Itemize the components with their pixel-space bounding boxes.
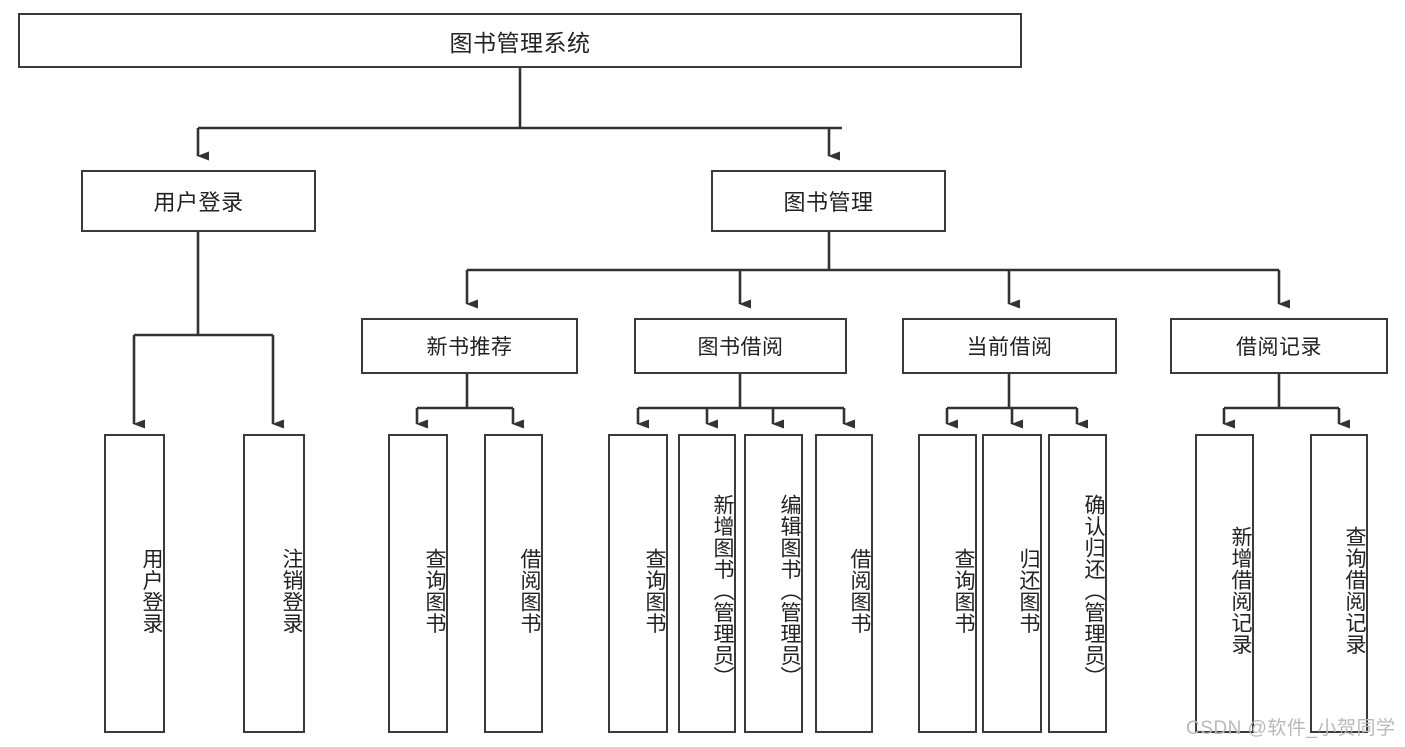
- node-label: 图书管理系统: [449, 29, 591, 56]
- leaf-logout-login[interactable]: 注销登录: [243, 434, 305, 733]
- node-new-book-recommend[interactable]: 新书推荐: [361, 318, 578, 374]
- leaf-query-book-recommend[interactable]: 查询图书: [388, 434, 448, 733]
- node-user-login[interactable]: 用户登录: [81, 170, 316, 232]
- leaf-edit-book-admin[interactable]: 编辑图书（管理员）: [744, 434, 803, 733]
- node-current-borrow[interactable]: 当前借阅: [902, 318, 1117, 374]
- node-label: 用户登录: [153, 190, 244, 215]
- node-label: 图书管理: [783, 190, 874, 215]
- node-label: 当前借阅: [966, 336, 1053, 359]
- node-label: 编辑图书（管理员）: [778, 493, 801, 688]
- leaf-borrow-book[interactable]: 借阅图书: [815, 434, 873, 733]
- node-label: 查询图书: [423, 547, 446, 634]
- node-label: 新增借阅记录: [1229, 526, 1252, 655]
- node-label: 用户登录: [140, 547, 163, 634]
- node-label: 借阅图书: [848, 547, 871, 634]
- leaf-query-borrow-record[interactable]: 查询借阅记录: [1310, 434, 1368, 733]
- node-book-management-system[interactable]: 图书管理系统: [18, 13, 1022, 68]
- node-label: 查询图书: [952, 547, 975, 634]
- leaf-add-book-admin[interactable]: 新增图书（管理员）: [678, 434, 736, 733]
- leaf-return-book[interactable]: 归还图书: [982, 434, 1042, 733]
- node-label: 借阅记录: [1236, 336, 1322, 359]
- node-label: 查询借阅记录: [1343, 526, 1366, 655]
- leaf-confirm-return-admin[interactable]: 确认归还（管理员）: [1048, 434, 1107, 733]
- leaf-user-login[interactable]: 用户登录: [104, 434, 165, 733]
- node-label: 新书推荐: [426, 336, 513, 359]
- node-borrow-record[interactable]: 借阅记录: [1170, 318, 1388, 374]
- node-label: 图书借阅: [697, 336, 784, 359]
- node-book-management[interactable]: 图书管理: [711, 170, 946, 232]
- watermark: CSDN @软件_小贺同学: [1186, 718, 1396, 739]
- leaf-add-borrow-record[interactable]: 新增借阅记录: [1195, 434, 1254, 733]
- node-label: 新增图书（管理员）: [711, 493, 734, 688]
- node-label: 确认归还（管理员）: [1082, 493, 1105, 688]
- node-label: 归还图书: [1017, 547, 1040, 634]
- node-label: 注销登录: [280, 547, 303, 634]
- leaf-query-book-borrow[interactable]: 查询图书: [608, 434, 668, 733]
- node-label: 查询图书: [643, 547, 666, 634]
- leaf-borrow-book-recommend[interactable]: 借阅图书: [484, 434, 543, 733]
- leaf-query-book-current[interactable]: 查询图书: [918, 434, 977, 733]
- node-label: 借阅图书: [518, 547, 541, 634]
- node-book-borrow[interactable]: 图书借阅: [634, 318, 847, 374]
